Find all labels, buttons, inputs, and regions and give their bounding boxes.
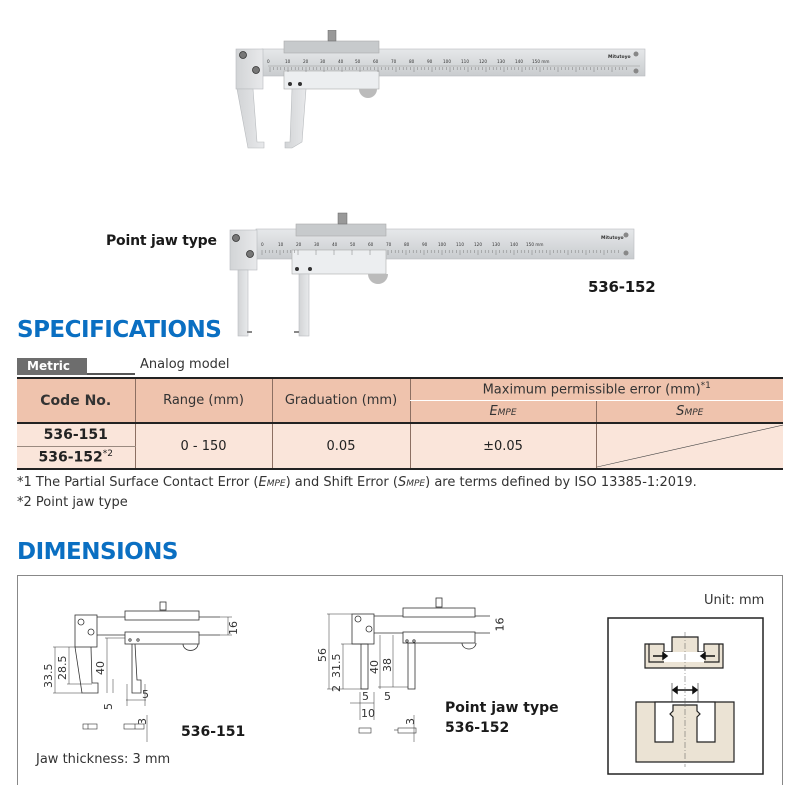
cell-graduation: 0.05	[271, 422, 410, 470]
cell-smpe-na	[595, 422, 784, 470]
svg-text:0: 0	[261, 242, 264, 247]
svg-text:30: 30	[314, 242, 320, 247]
main-scale-ticks: 0 10 20 30 40 50 60 70 80 90 100 110 120 130 140 1…	[267, 54, 631, 64]
svg-text:56: 56	[316, 648, 329, 662]
svg-text:3: 3	[404, 718, 417, 725]
svg-text:120: 120	[479, 59, 487, 64]
metric-tab: Metric	[17, 358, 135, 375]
svg-text:20: 20	[303, 59, 309, 64]
svg-text:130: 130	[492, 242, 500, 247]
specifications-title: SPECIFICATIONS	[17, 317, 222, 343]
header-mpe: Maximum permissible error (mm)*1	[409, 377, 783, 401]
svg-text:5: 5	[384, 690, 391, 703]
svg-text:150 mm: 150 mm	[532, 59, 549, 64]
footnote-2: *2 Point jaw type	[17, 495, 128, 510]
svg-text:5: 5	[362, 690, 369, 703]
specifications-table: Code No. Range (mm) Graduation (mm) Maxi…	[17, 377, 783, 470]
dim-5b: 5	[142, 688, 149, 701]
metric-tab-label: Metric	[17, 358, 87, 375]
header-range: Range (mm)	[134, 377, 272, 423]
svg-text:110: 110	[456, 242, 464, 247]
header-graduation: Graduation (mm)	[271, 377, 410, 423]
svg-text:60: 60	[368, 242, 374, 247]
svg-text:120: 120	[474, 242, 482, 247]
header-smpe: SMPE	[595, 400, 783, 423]
diagonal-line-icon	[597, 424, 784, 468]
svg-text:70: 70	[386, 242, 392, 247]
svg-text:140: 140	[510, 242, 518, 247]
svg-text:150 mm: 150 mm	[526, 242, 543, 247]
svg-text:140: 140	[515, 59, 523, 64]
svg-text:2: 2	[330, 685, 343, 692]
svg-text:80: 80	[409, 59, 415, 64]
dim-28-5: 28.5	[56, 656, 69, 681]
svg-text:80: 80	[404, 242, 410, 247]
svg-text:40: 40	[332, 242, 338, 247]
dim-5a: 5	[102, 703, 115, 710]
dimension-drawing-536-151: 33.5 28.5 40 16 5 5 3	[42, 601, 240, 742]
caliper-photo-536-152: 0 10 20 30 40 50 60 70 80 90 100 110 120 130 140 1…	[229, 212, 635, 337]
inside-groove-diagram	[607, 617, 764, 775]
product-code-536-152: 536-152	[588, 278, 656, 296]
svg-text:110: 110	[461, 59, 469, 64]
svg-text:38: 38	[381, 658, 394, 672]
svg-text:Mitutoyo: Mitutoyo	[608, 54, 631, 60]
drawing-code-536-152: 536-152	[445, 720, 510, 736]
dimension-drawing-536-152: 56 31.5 2 40 38 5 5 10 3	[316, 597, 490, 742]
header-empe: EMPE	[409, 400, 596, 423]
svg-text:10: 10	[278, 242, 284, 247]
svg-text:90: 90	[422, 242, 428, 247]
svg-text:0: 0	[267, 59, 270, 64]
svg-text:31.5: 31.5	[330, 654, 343, 679]
row-code-536-152: 536-152*2	[17, 446, 135, 470]
svg-text:90: 90	[427, 59, 433, 64]
svg-text:130: 130	[497, 59, 505, 64]
svg-text:30: 30	[320, 59, 326, 64]
cell-range: 0 - 150	[134, 422, 272, 470]
caliper-photo-536-151: 0 10 20 30 40 50 60 70 80 90 100 110 120 130 140 1…	[235, 30, 646, 149]
dimensions-frame	[17, 575, 783, 785]
unit-label: Unit: mm	[704, 593, 765, 608]
cell-empe: ±0.05	[409, 422, 596, 470]
dim-16: 16	[227, 621, 240, 635]
header-code: Code No.	[17, 377, 135, 423]
svg-text:100: 100	[438, 242, 446, 247]
svg-text:40: 40	[368, 660, 381, 674]
svg-text:40: 40	[338, 59, 344, 64]
svg-text:20: 20	[296, 242, 302, 247]
footnote-1: *1 The Partial Surface Contact Error (EM…	[17, 475, 697, 490]
dimensions-title: DIMENSIONS	[17, 539, 179, 565]
svg-text:10: 10	[285, 59, 291, 64]
dim-40: 40	[94, 661, 107, 675]
row-code-536-151: 536-151	[17, 422, 135, 447]
svg-text:100: 100	[443, 59, 451, 64]
svg-text:70: 70	[391, 59, 397, 64]
model-type-label: Analog model	[140, 357, 230, 372]
jaw-thickness-note: Jaw thickness: 3 mm	[36, 752, 171, 767]
svg-text:Mitutoyo: Mitutoyo	[601, 235, 624, 241]
svg-text:10: 10	[361, 707, 375, 720]
point-jaw-type-label: Point jaw type	[106, 233, 217, 249]
drawing-code-536-151: 536-151	[181, 724, 246, 740]
svg-text:50: 50	[355, 59, 361, 64]
drawing-label-point-jaw: Point jaw type	[445, 700, 559, 716]
dim-33-5: 33.5	[42, 664, 55, 689]
dim-3: 3	[136, 718, 149, 725]
svg-text:60: 60	[373, 59, 379, 64]
drawing-16-152: 16	[493, 617, 507, 632]
svg-text:50: 50	[350, 242, 356, 247]
